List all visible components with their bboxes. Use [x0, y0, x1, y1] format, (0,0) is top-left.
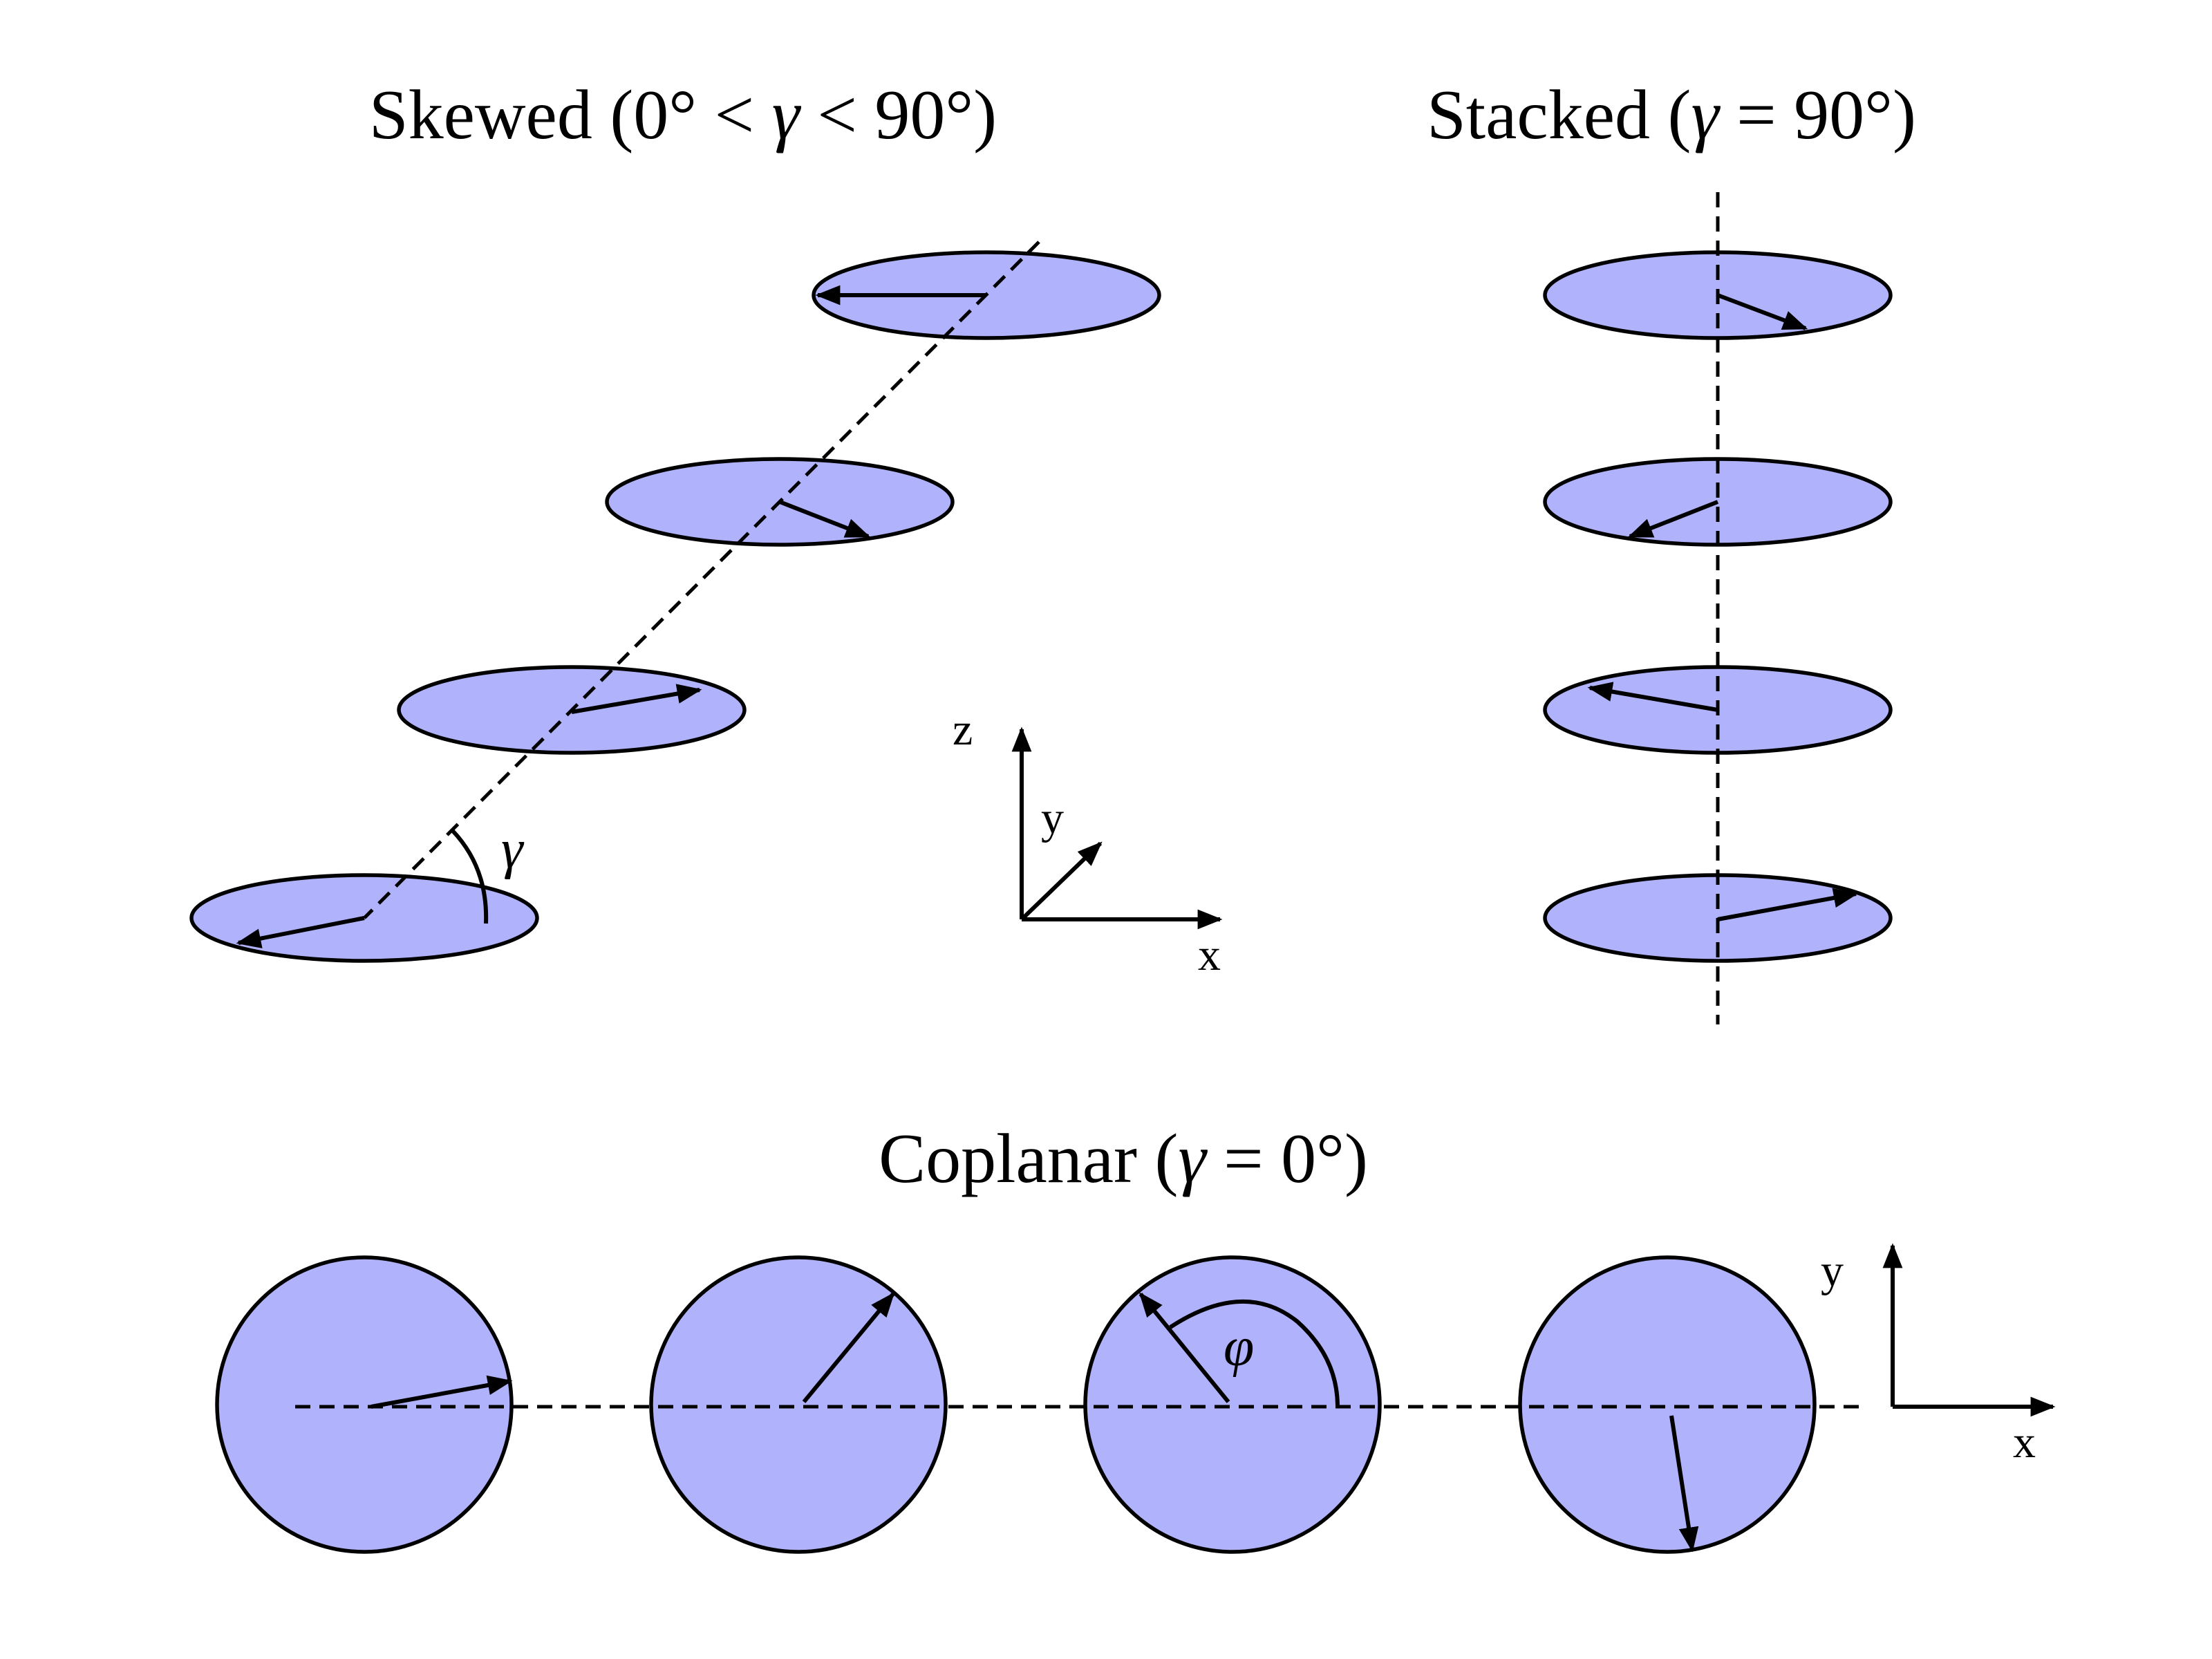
z-axis-label: z [953, 704, 973, 755]
skewed-title: Skewed (0° < γ < 90°) [369, 76, 997, 154]
coplanar-title: Coplanar (γ = 0°) [879, 1120, 1368, 1198]
coplanar-disk-1 [215, 1255, 514, 1554]
coplanar-arrow-4 [1669, 1415, 1699, 1553]
coplanar-disk-4 [1518, 1255, 1817, 1554]
stacked-arrow-4 [1717, 888, 1859, 921]
stacked-title: Stacked (γ = 90°) [1427, 76, 1916, 154]
gamma-angle-label: γ [501, 819, 525, 880]
y-axis-label: y [1041, 793, 1064, 843]
skewed-arrow-2 [778, 500, 871, 538]
x-axis-2d-label: x [2013, 1417, 2036, 1468]
phi-angle-arc [1169, 1299, 1340, 1407]
skewed-panel: Skewed (0° < γ < 90°) γ [189, 76, 1161, 963]
xyz-axes: z y x [953, 704, 1223, 980]
y-axis [1020, 841, 1103, 921]
coplanar-arrow-3 [1138, 1292, 1230, 1403]
skewed-stacking-axis [363, 241, 1040, 919]
coplanar-panel: Coplanar (γ = 0°) φ [215, 1120, 1866, 1554]
x-axis-label: x [1198, 930, 1221, 980]
gamma-angle-arc [451, 829, 489, 924]
stacked-panel: Stacked (γ = 90°) [1427, 76, 1916, 1024]
coplanar-disk-2 [649, 1255, 948, 1554]
y-axis-2d-label: y [1821, 1246, 1844, 1296]
skewed-arrow-3 [571, 684, 702, 714]
stacked-arrow-3 [1587, 682, 1718, 712]
stacked-arrow-2 [1627, 500, 1719, 538]
coplanar-arrow-2 [802, 1292, 895, 1403]
coplanar-arrow-1 [371, 1375, 513, 1409]
xy-axes: y x [1821, 1243, 2056, 1468]
phi-angle-label: φ [1224, 1317, 1254, 1378]
stacked-arrow-1 [1716, 293, 1808, 330]
skewed-arrow-4 [236, 916, 365, 948]
